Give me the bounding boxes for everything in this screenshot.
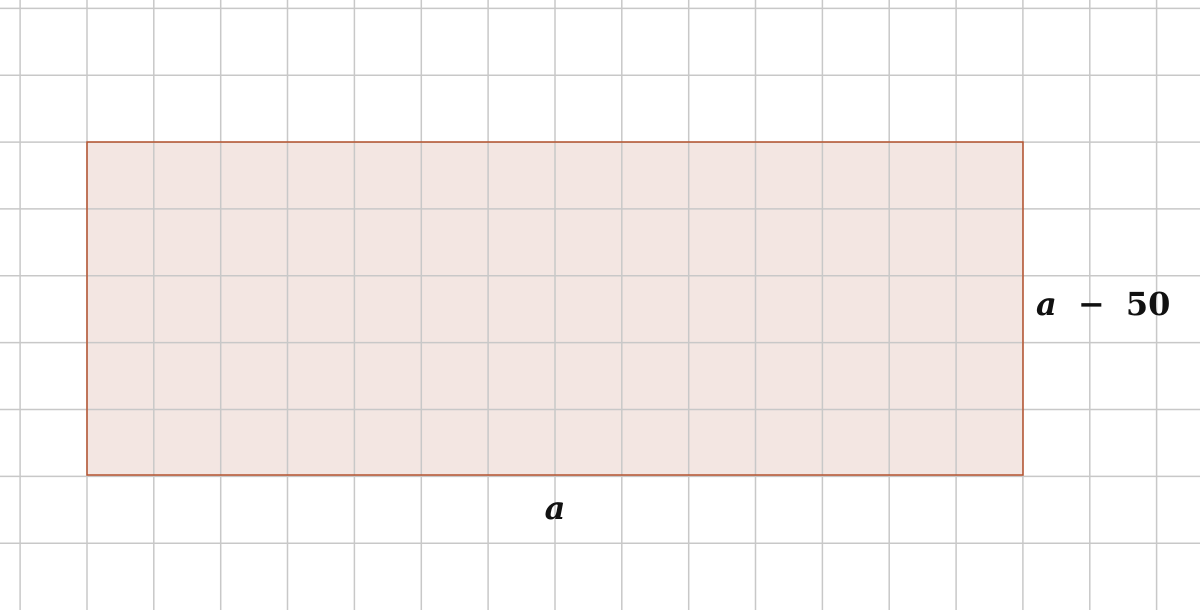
rectangle-outline xyxy=(86,141,1024,476)
width-label: a xyxy=(545,489,566,527)
height-label: a − 50 xyxy=(1036,285,1170,323)
height-label-constant: 50 xyxy=(1126,285,1171,323)
height-label-variable: a xyxy=(1036,285,1057,323)
height-label-operator: − xyxy=(1078,285,1105,323)
